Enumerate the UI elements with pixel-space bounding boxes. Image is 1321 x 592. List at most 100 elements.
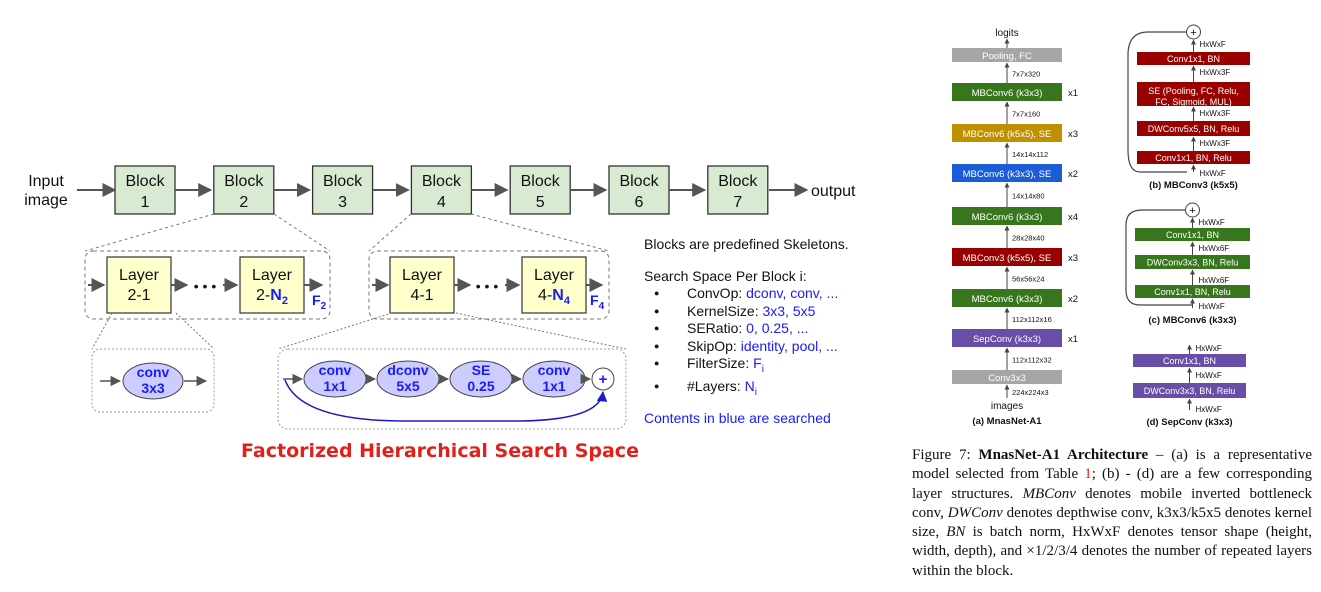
- caption-table-ref[interactable]: 1: [1084, 466, 1092, 483]
- zoom-line: [175, 312, 215, 350]
- block-number: 5: [536, 194, 545, 211]
- repeat-count: x4: [1068, 212, 1078, 223]
- block-number: 7: [733, 194, 742, 211]
- arch-layer: [952, 207, 1062, 225]
- zoom-line: [84, 213, 215, 252]
- op-kernel: 3x3: [141, 380, 165, 396]
- caption-text: denotes depthwise conv, k3x3/k5x5 denote…: [912, 504, 1312, 541]
- tensor-shape: 14x14x80: [1012, 192, 1045, 201]
- filter-sub: 2: [321, 301, 327, 312]
- zoom-line: [368, 213, 412, 252]
- legend-item-value: dconv, conv, ...: [746, 285, 839, 301]
- layer-count-sub: 2: [282, 295, 288, 307]
- tensor-shape: 7x7x160: [1012, 110, 1040, 119]
- block-4-box: [410, 165, 473, 215]
- structure-layer: [1135, 285, 1250, 298]
- layer-4-n-index: 4-N4: [538, 287, 571, 307]
- add-node: [1186, 24, 1201, 40]
- op-param: 1x1: [542, 378, 566, 394]
- filter-size-label: F2: [312, 292, 327, 312]
- structure-layer-label: Conv1x1, BN: [1163, 356, 1216, 366]
- block-label: Block: [323, 173, 363, 190]
- skip-connection: [1125, 209, 1192, 306]
- figure-caption: Figure 7: MnasNet-A1 Architecture – (a) …: [912, 446, 1312, 581]
- arch-layer-label: MBConv3 (k5x5), SE: [963, 253, 1052, 264]
- legend-item-value: 0, 0.25, ...: [746, 320, 809, 336]
- add-symbol: +: [599, 371, 608, 388]
- arch-layer-label: MBConv6 (k5x5), SE: [963, 129, 1052, 140]
- detail-outline: [91, 348, 215, 413]
- logits-label: logits: [995, 28, 1018, 39]
- legend-item: FilterSize: Fi: [644, 355, 904, 378]
- layer-count-symbol: N: [270, 287, 282, 304]
- block-2-box: [213, 165, 275, 215]
- structure-layer-label: Conv1x1, BN: [1167, 54, 1220, 64]
- structure-layer: [1137, 82, 1250, 106]
- legend-item: #Layers: Ni: [644, 378, 904, 401]
- structure-layer: [1137, 52, 1250, 65]
- input-label: Input: [28, 173, 64, 190]
- block-7-box: [707, 165, 769, 215]
- tensor-shape: HxWxF: [1196, 344, 1222, 353]
- legend-item: ConvOp: dconv, conv, ...: [644, 285, 904, 303]
- layer-index-prefix: 2-: [256, 287, 270, 304]
- layer-count-sub: 4: [564, 295, 571, 307]
- figure-title: Factorized Hierarchical Search Space: [241, 440, 639, 462]
- arch-layer: [952, 124, 1062, 142]
- layer-group-outline: [84, 250, 331, 320]
- tensor-shape: 28x28x40: [1012, 234, 1045, 243]
- legend-item-sub: i: [754, 387, 757, 399]
- arch-caption: (a) MnasNet-A1: [972, 416, 1042, 427]
- tensor-shape: HxWxF: [1196, 371, 1222, 380]
- tensor-shape: HxWx6F: [1199, 276, 1230, 285]
- ellipsis: • • •: [476, 278, 499, 294]
- zoom-line: [91, 312, 113, 350]
- legend-note: Contents in blue are searched: [644, 409, 831, 426]
- tensor-shape: HxWxF: [1200, 40, 1226, 49]
- layer-4-1-label: Layer: [402, 267, 443, 284]
- repeat-count: x2: [1068, 169, 1078, 180]
- sepconv-structure: Conv1x1, BN DWConv3x3, BN, Relu HxWxF HxWxF…: [1133, 344, 1246, 428]
- op-type: conv: [319, 362, 352, 378]
- block-number: 1: [141, 194, 150, 211]
- structure-layer-label: Conv1x1, BN, Relu: [1155, 153, 1232, 163]
- caption-text: denotes mobile inverted bottleneck conv,: [912, 485, 1313, 521]
- structure-layer: [1133, 354, 1246, 367]
- repeat-count: x2: [1068, 294, 1078, 305]
- legend-item-value: 3x3, 5x5: [762, 302, 816, 319]
- tensor-shape: 7x7x320: [1012, 70, 1040, 79]
- repeat-count: x3: [1068, 253, 1078, 264]
- legend-item-label: #Layers:: [687, 378, 745, 395]
- add-symbol: +: [1190, 27, 1196, 39]
- caption-term: BN: [946, 524, 966, 541]
- arch-layer-label: Conv3x3: [988, 373, 1026, 384]
- skip-connection: [1127, 31, 1187, 173]
- structure-layer-label: SE (Pooling, FC, Relu,FC, Sigmoid, MUL): [1148, 86, 1239, 107]
- structure-caption: (b) MBConv3 (k5x5): [1149, 180, 1238, 191]
- zoom-line: [273, 213, 331, 252]
- tensor-shape: HxWxF: [1199, 302, 1225, 311]
- block-1-box: [114, 165, 176, 215]
- legend-item-value: identity, pool, ...: [740, 337, 838, 354]
- legend-item-label: FilterSize:: [687, 355, 754, 371]
- legend-item-value: F: [753, 355, 762, 371]
- layer-2-n-label: Layer: [252, 267, 293, 284]
- layer-4-1-box: [389, 256, 455, 314]
- block-label: Block: [718, 173, 758, 190]
- structure-layer: [1137, 121, 1250, 136]
- caption-term: MBConv: [1022, 485, 1076, 502]
- block-5-box: [509, 165, 571, 215]
- block-6-box: [608, 165, 670, 215]
- structure-caption: (c) MBConv6 (k3x3): [1148, 315, 1236, 326]
- arch-layer: [952, 248, 1062, 266]
- caption-bold: MnasNet-A1 Architecture: [978, 447, 1149, 463]
- layer-group-outline: [368, 250, 610, 320]
- block-label: Block: [422, 173, 462, 190]
- detail-outline: [277, 348, 627, 430]
- structure-layer-label: DWConv3x3, BN, Relu: [1144, 386, 1236, 396]
- arch-layer-label: SepConv (k3x3): [973, 334, 1041, 345]
- legend-item-value: N: [744, 378, 755, 395]
